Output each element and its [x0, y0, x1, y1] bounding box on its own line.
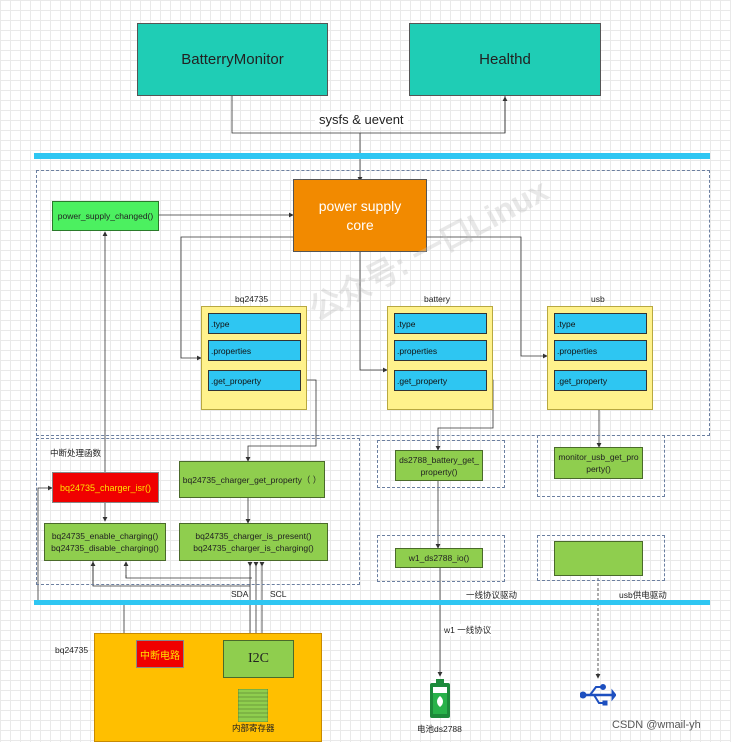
interrupt-circuit-box: 中断电路 [136, 640, 184, 668]
w1-io-label: w1_ds2788_io() [408, 553, 470, 563]
scl-label: SCL [270, 589, 287, 599]
register-stack-icon [237, 688, 269, 723]
charger-get-property-box: bq24735_charger_get_property（ ） [179, 461, 325, 498]
battery-properties-field: .properties [394, 340, 487, 361]
enable-charging-label: bq24735_enable_charging() [51, 531, 159, 541]
charger-isr-label: bq24735_charger_isr() [59, 482, 152, 493]
power-supply-core-box: power supply core [293, 179, 427, 252]
usb-monitor-region [537, 435, 665, 497]
usb-driver-label: usb供电驱动 [619, 590, 667, 600]
internal-registers-label: 内部寄存器 [232, 723, 275, 733]
charger-is-charging-label: bq24735_charger_is_charging() [193, 543, 314, 553]
interrupt-handler-region [36, 438, 360, 585]
bq24735-card: .type .properties .get_property [201, 306, 307, 410]
bottom-bus-line [34, 600, 710, 605]
ds2788-get-line1: ds2788_battery_get_ [399, 454, 479, 465]
kernel-framework-region [36, 170, 710, 436]
ds2788-get-property-box: ds2788_battery_get_ property() [395, 450, 483, 481]
bq24735-properties-field: .properties [208, 340, 301, 361]
core-line2: core [346, 216, 374, 233]
battery-card-title: battery [424, 294, 450, 304]
core-line1: power supply [318, 197, 402, 214]
csdn-credit: CSDN @wmail-yh [612, 719, 701, 731]
power-supply-changed-box: power_supply_changed() [52, 201, 159, 231]
bq24735-card-title: bq24735 [235, 294, 269, 304]
monitor-usb-box: monitor_usb_get_pro perty() [554, 447, 643, 479]
monitor-usb-line2: perty() [586, 464, 611, 474]
one-wire-region [377, 535, 505, 582]
interrupt-group-label: 中断处理函数 [50, 448, 102, 458]
usb-type-field: .type [554, 313, 647, 334]
ds2788-get-line2: property() [420, 466, 458, 477]
charging-box: bq24735_enable_charging() bq24735_disabl… [44, 523, 166, 561]
usb-icon [579, 683, 617, 707]
disable-charging-label: bq24735_disable_charging() [51, 543, 159, 553]
charger-is-present-label: bq24735_charger_is_present() [195, 531, 312, 541]
battery-get-property-field: .get_property [394, 370, 487, 391]
usb-properties-field: .properties [554, 340, 647, 361]
usb-card-title: usb [591, 294, 605, 304]
sda-label: SDA [231, 589, 249, 599]
charger-isr-box: bq24735_charger_isr() [52, 472, 159, 503]
bq24735-type-field: .type [208, 313, 301, 334]
usb-driver-box [554, 541, 643, 576]
chip-label: bq24735 [55, 645, 89, 655]
i2c-box: I2C [223, 640, 294, 678]
w1-io-box: w1_ds2788_io() [395, 548, 483, 568]
monitor-usb-line1: monitor_usb_get_pro [558, 452, 639, 462]
battery-card: .type .properties .get_property [387, 306, 493, 410]
top-bus-line [34, 153, 710, 159]
one-wire-driver-label: 一线协议驱动 [466, 590, 518, 600]
usb-get-property-field: .get_property [554, 370, 647, 391]
usb-driver-region [537, 535, 665, 581]
battery-monitor-label: BatterryMonitor [181, 51, 284, 68]
interrupt-circuit-label: 中断电路 [140, 650, 180, 662]
battery-driver-region [377, 440, 505, 488]
i2c-label: I2C [248, 651, 269, 666]
battery-ds2788-label: 电池ds2788 [417, 724, 462, 734]
charger-get-property-label: bq24735_charger_get_property（ ） [182, 474, 322, 485]
healthd-label: Healthd [479, 51, 531, 68]
sysfs-uevent-label: sysfs & uevent [315, 112, 408, 127]
power-supply-changed-label: power_supply_changed() [57, 211, 154, 221]
battery-icon [428, 679, 452, 719]
charger-is-box: bq24735_charger_is_present() bq24735_cha… [179, 523, 328, 561]
usb-card: .type .properties .get_property [547, 306, 653, 410]
healthd-box: Healthd [409, 23, 601, 96]
one-wire-protocol-label: w1 一线协议 [444, 624, 492, 636]
battery-type-field: .type [394, 313, 487, 334]
bq24735-get-property-field: .get_property [208, 370, 301, 391]
battery-monitor-box: BatterryMonitor [137, 23, 328, 96]
